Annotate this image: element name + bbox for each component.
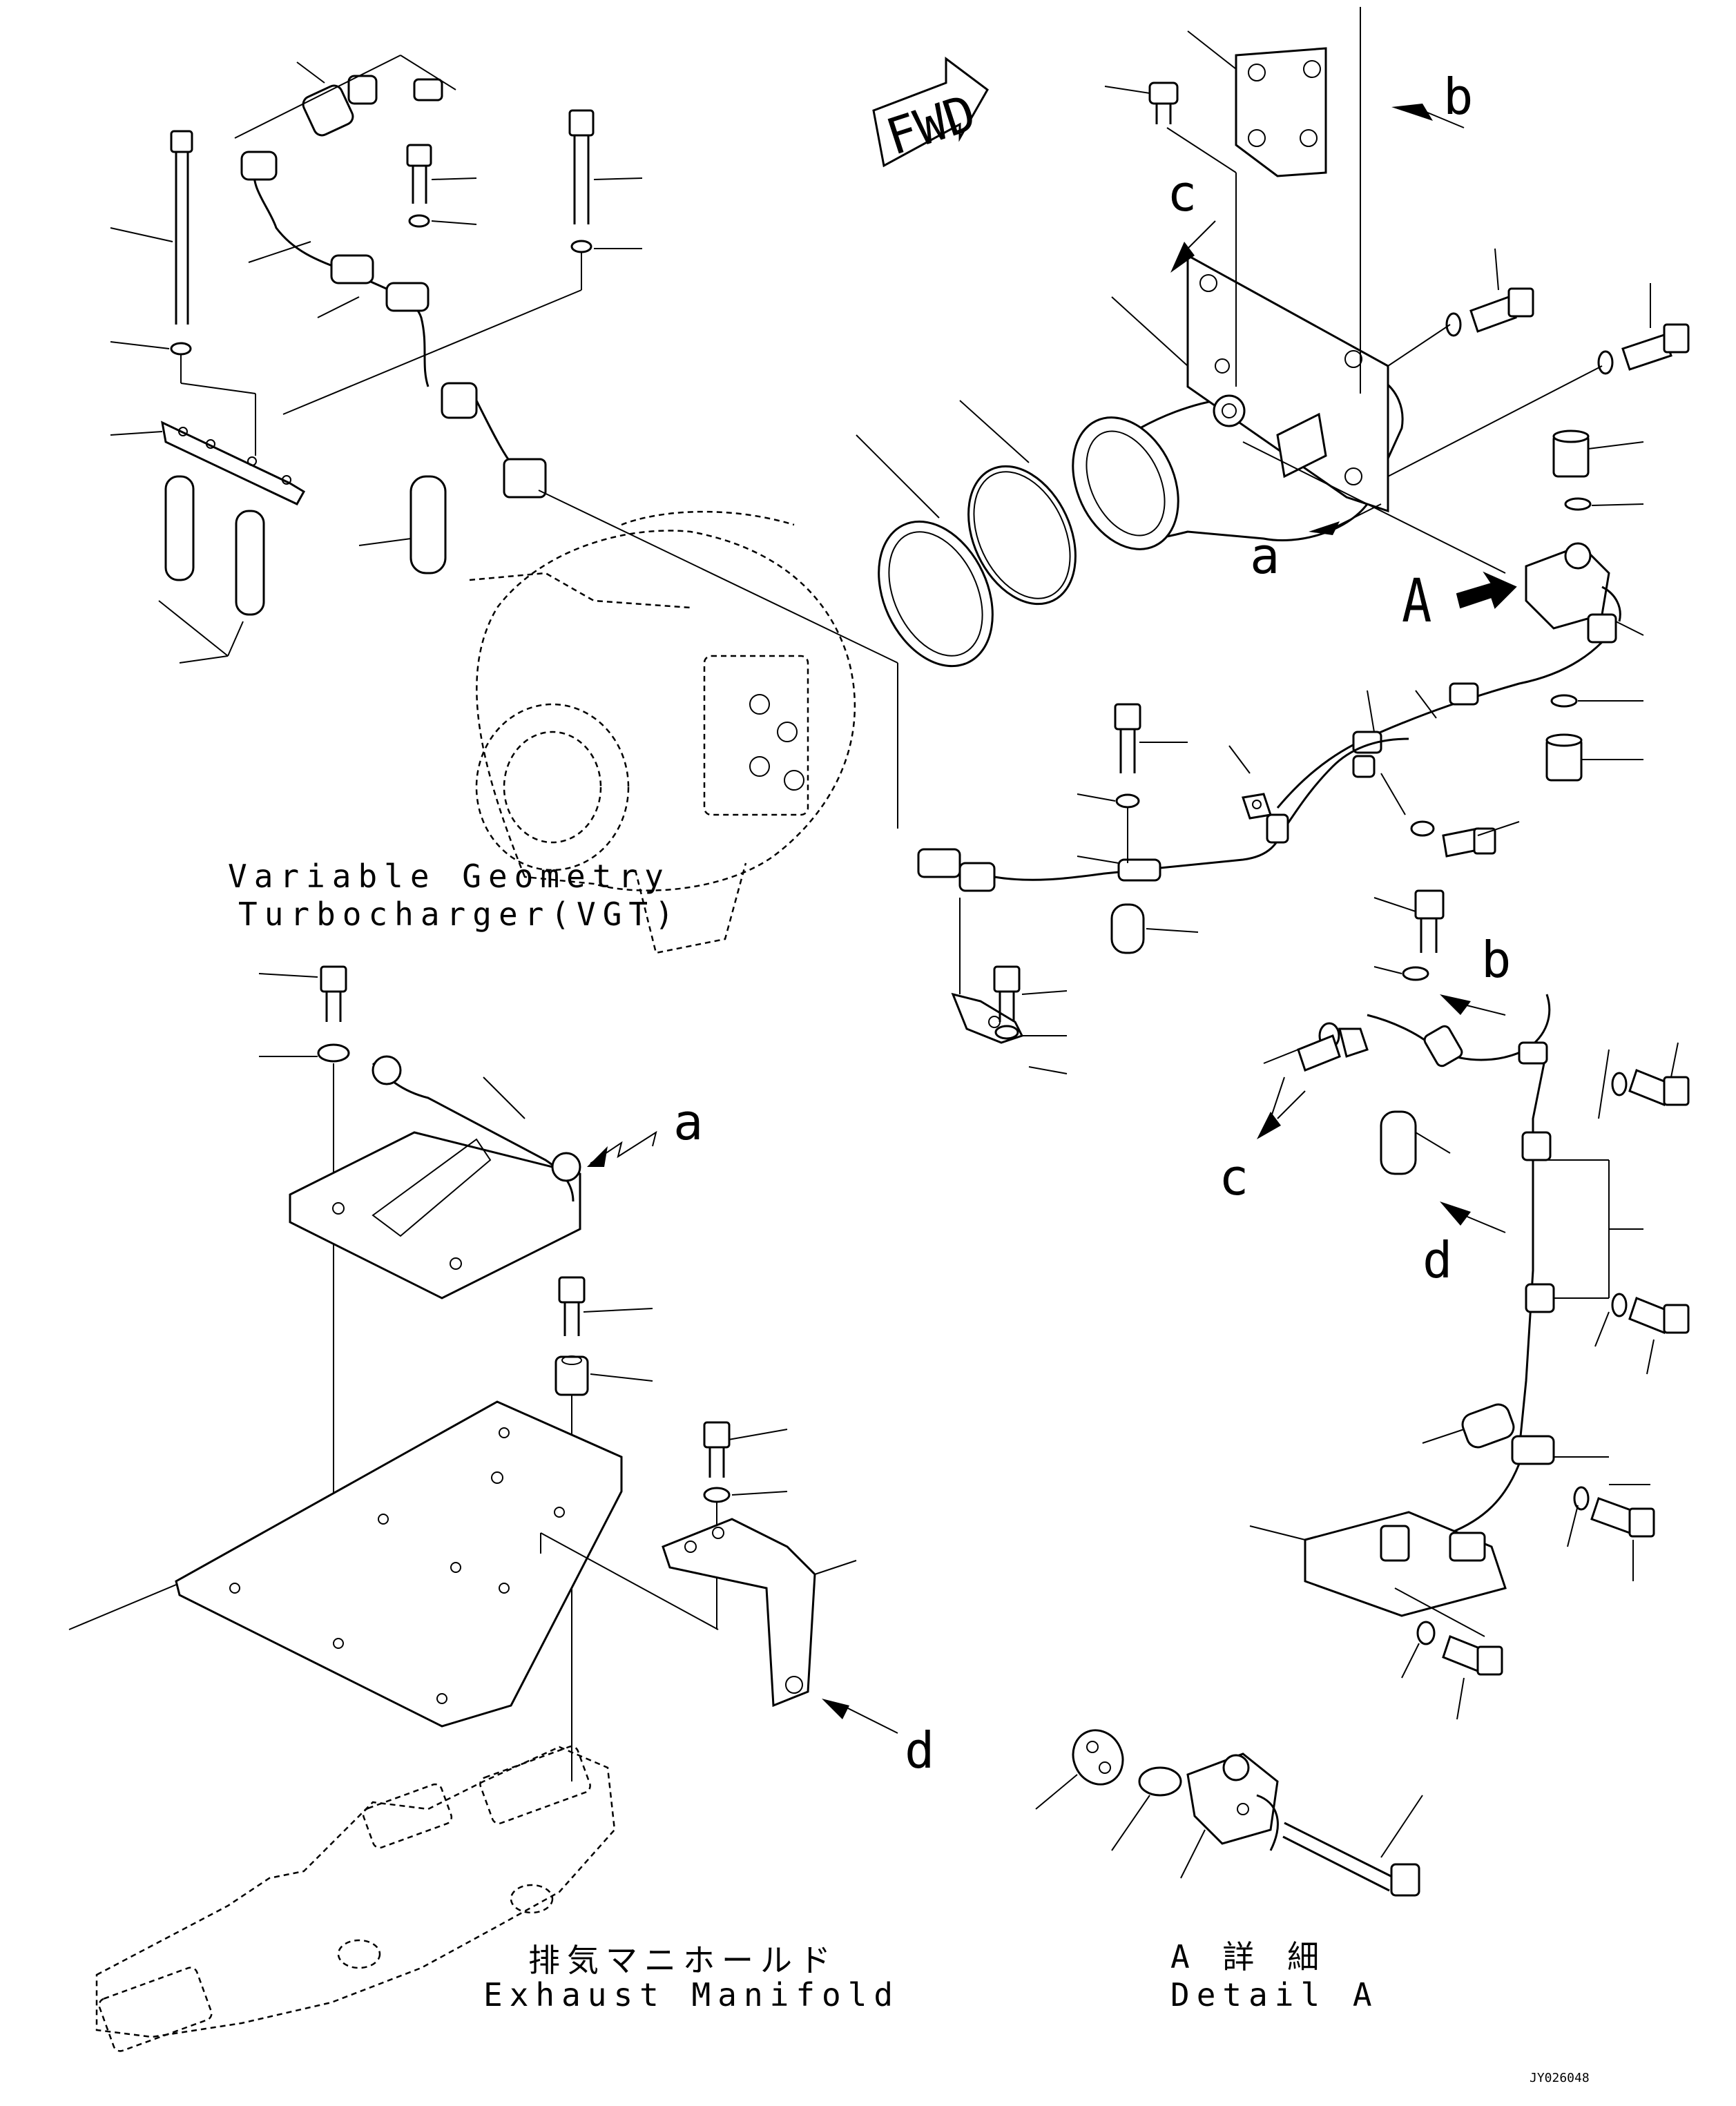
detail-a-arrow: A: [1402, 566, 1517, 636]
view-letter-a-top: a: [1250, 527, 1280, 585]
detail-a-group: A 詳 細 Detail A: [1035, 1729, 1423, 2013]
view-letter-a-shield: a: [673, 1093, 703, 1151]
view-letter-A: A: [1402, 566, 1431, 636]
fwd-label: FWD: [879, 84, 983, 166]
middle-fasteners: [993, 703, 1199, 1074]
detail-caption-jp: A 詳 細: [1170, 1938, 1326, 1975]
top-left-sensor-harness: [234, 55, 547, 499]
view-letter-c-top: c: [1167, 164, 1197, 222]
sensor-fitting-group: [1242, 429, 1644, 809]
fwd-arrow: FWD: [872, 57, 989, 168]
flange-bolts: [1387, 248, 1690, 477]
heat-shield-a: a: [258, 965, 703, 1643]
outlet-tube-group: [856, 253, 1404, 668]
bracket-d: d: [662, 1421, 934, 1779]
vgt-caption-line2: Turbocharger(VGT): [238, 896, 681, 933]
exhaust-caption-jp: 排気マニホールド: [528, 1942, 838, 1979]
vgt-turbocharger: Variable Geometry Turbocharger(VGT): [228, 490, 898, 954]
view-letter-d-right: d: [1422, 1231, 1452, 1289]
top-right-bracket: [1104, 7, 1361, 394]
view-letter-c-right: c: [1219, 1148, 1248, 1206]
exhaust-manifold: 排気マニホールド Exhaust Manifold: [95, 1746, 900, 2052]
view-letter-d-bracket: d: [905, 1721, 934, 1779]
exhaust-caption-en: Exhaust Manifold: [483, 1976, 900, 2013]
view-letter-b-right: b: [1481, 931, 1511, 989]
detail-caption-en: Detail A: [1170, 1976, 1379, 2013]
view-arrows: b c a b c d: [1167, 68, 1511, 1289]
top-left-bracket-group: [110, 109, 643, 664]
vgt-caption-line1: Variable Geometry: [228, 858, 671, 895]
drawing-code: JY026048: [1530, 2071, 1590, 2085]
view-letter-b-top: b: [1443, 68, 1473, 126]
right-harness: [1249, 889, 1690, 1720]
cover-plate: [68, 1276, 719, 1781]
